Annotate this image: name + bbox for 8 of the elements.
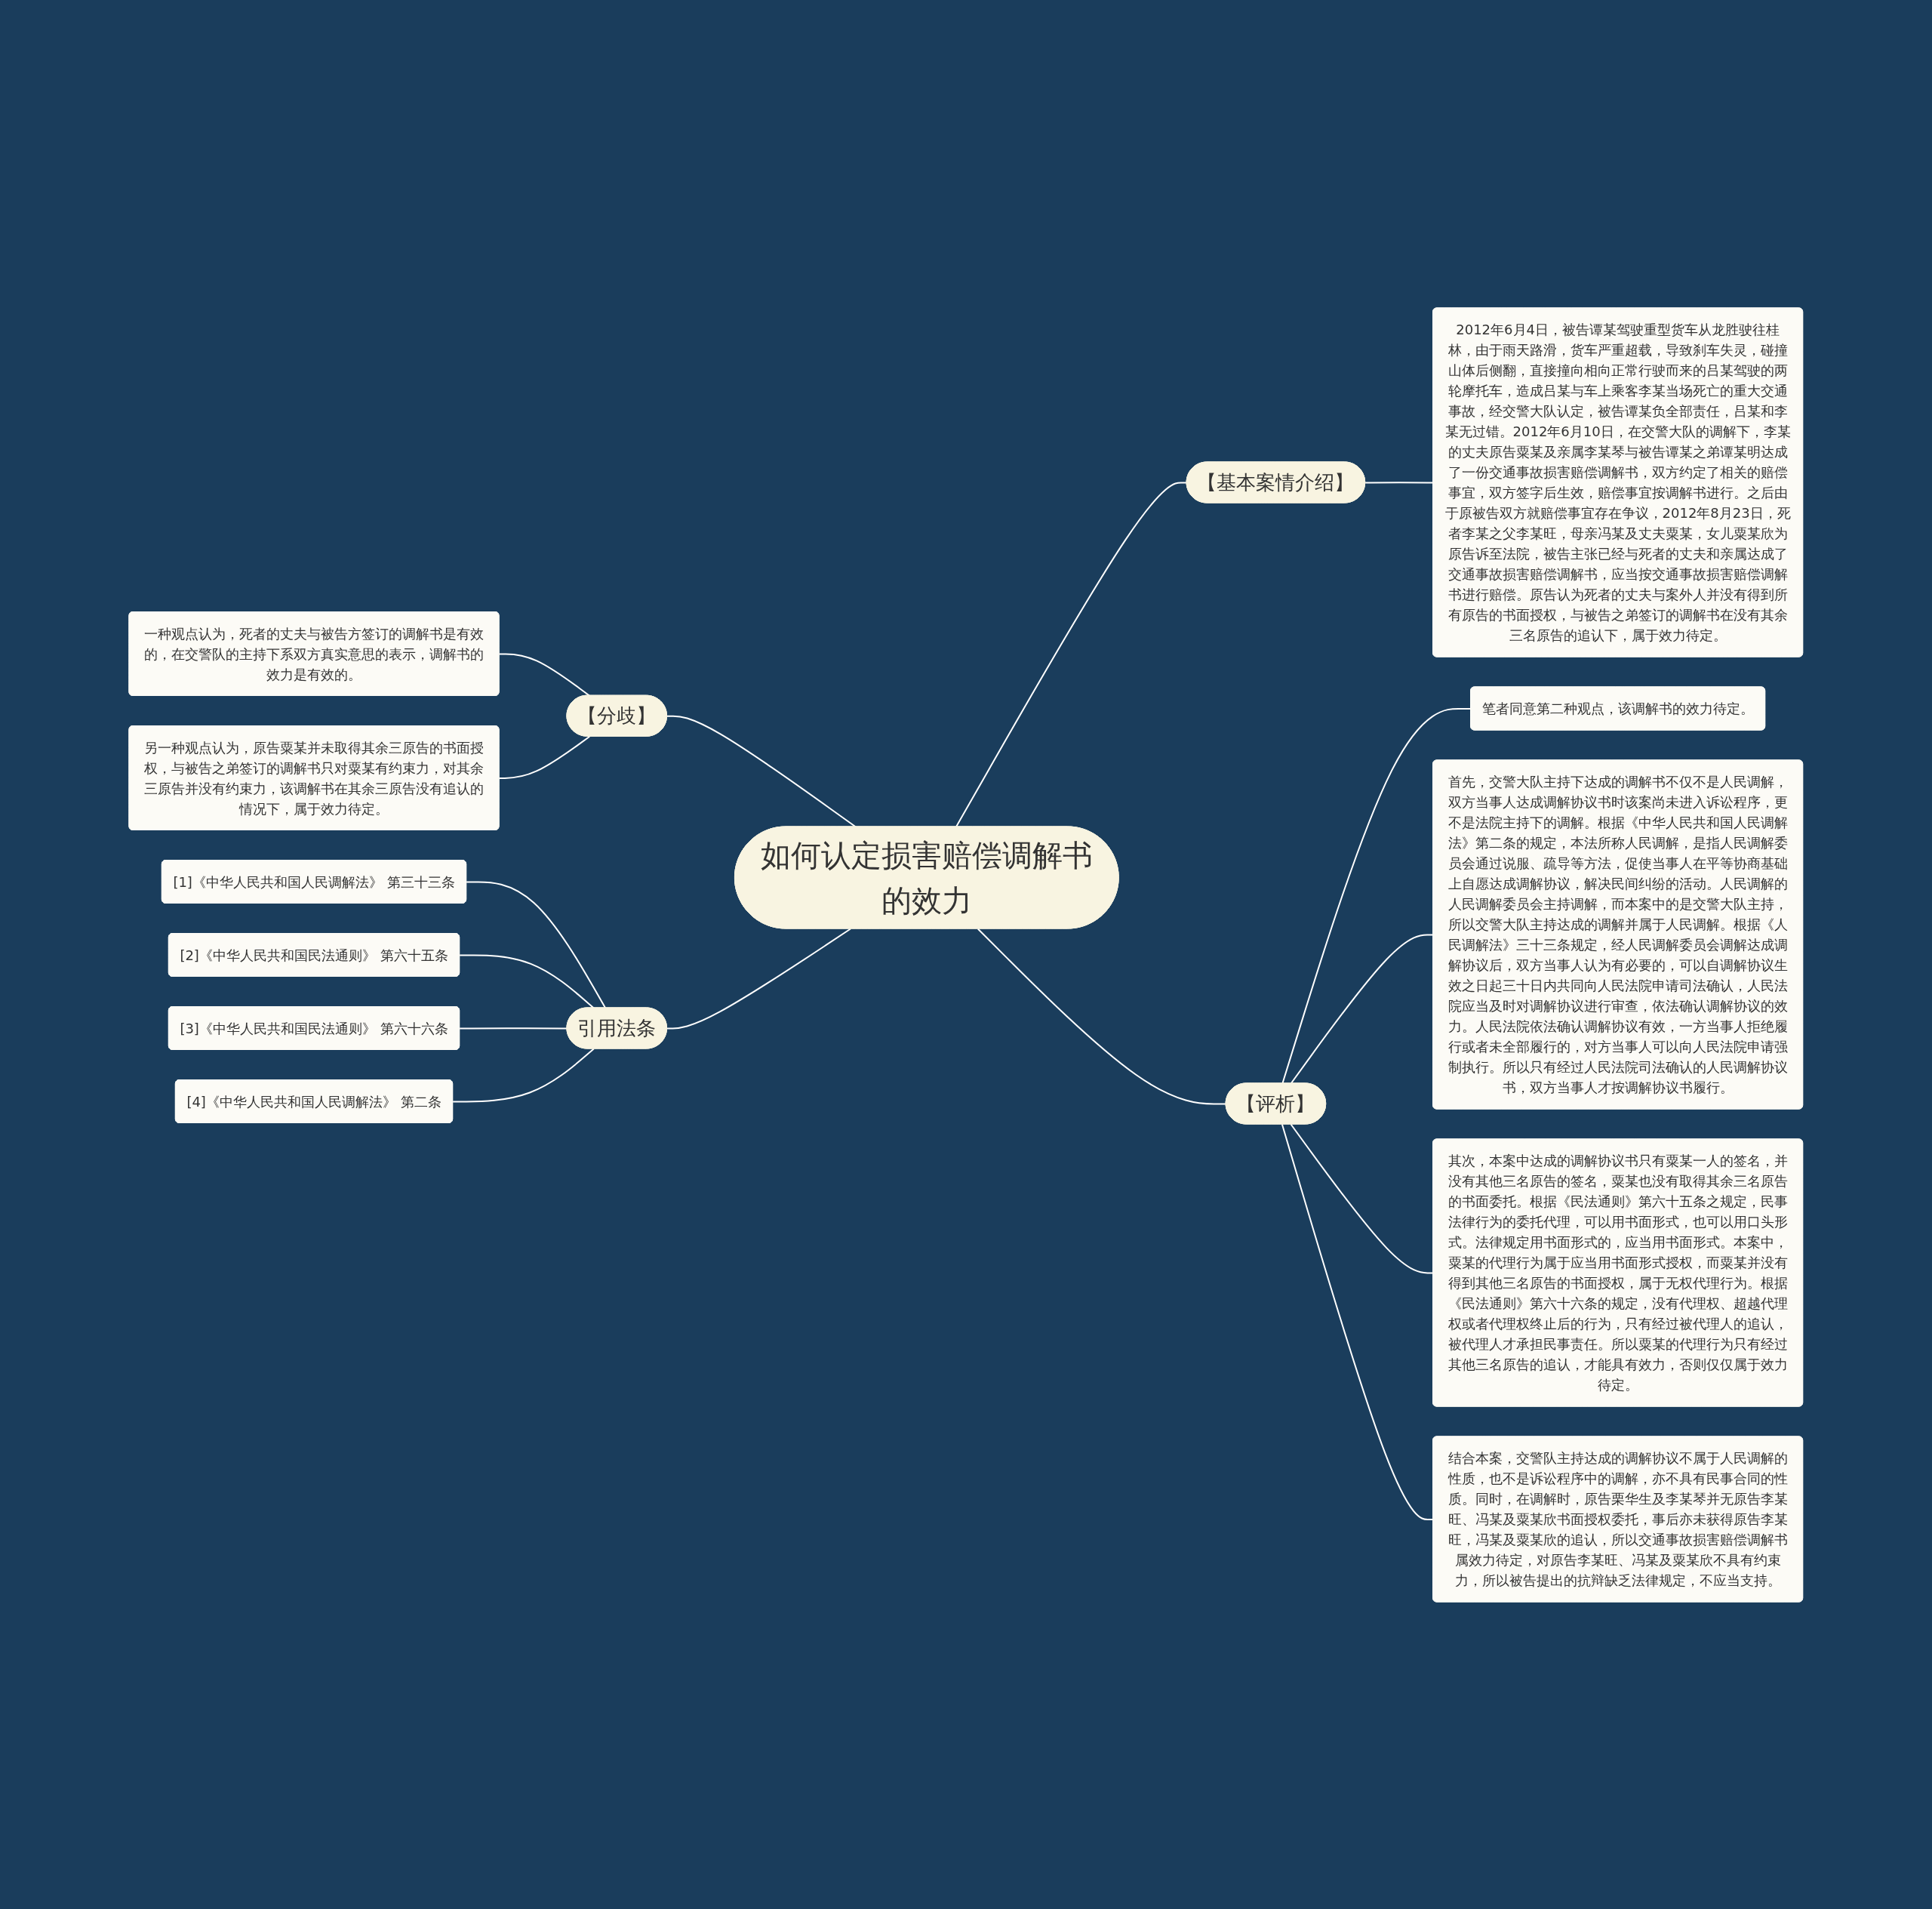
connector bbox=[498, 735, 591, 779]
connector bbox=[955, 481, 1188, 827]
connector bbox=[466, 880, 607, 1008]
connector bbox=[459, 1027, 568, 1029]
connector bbox=[977, 928, 1227, 1104]
connector bbox=[666, 928, 852, 1029]
connector bbox=[459, 953, 595, 1008]
connector bbox=[452, 1048, 595, 1102]
